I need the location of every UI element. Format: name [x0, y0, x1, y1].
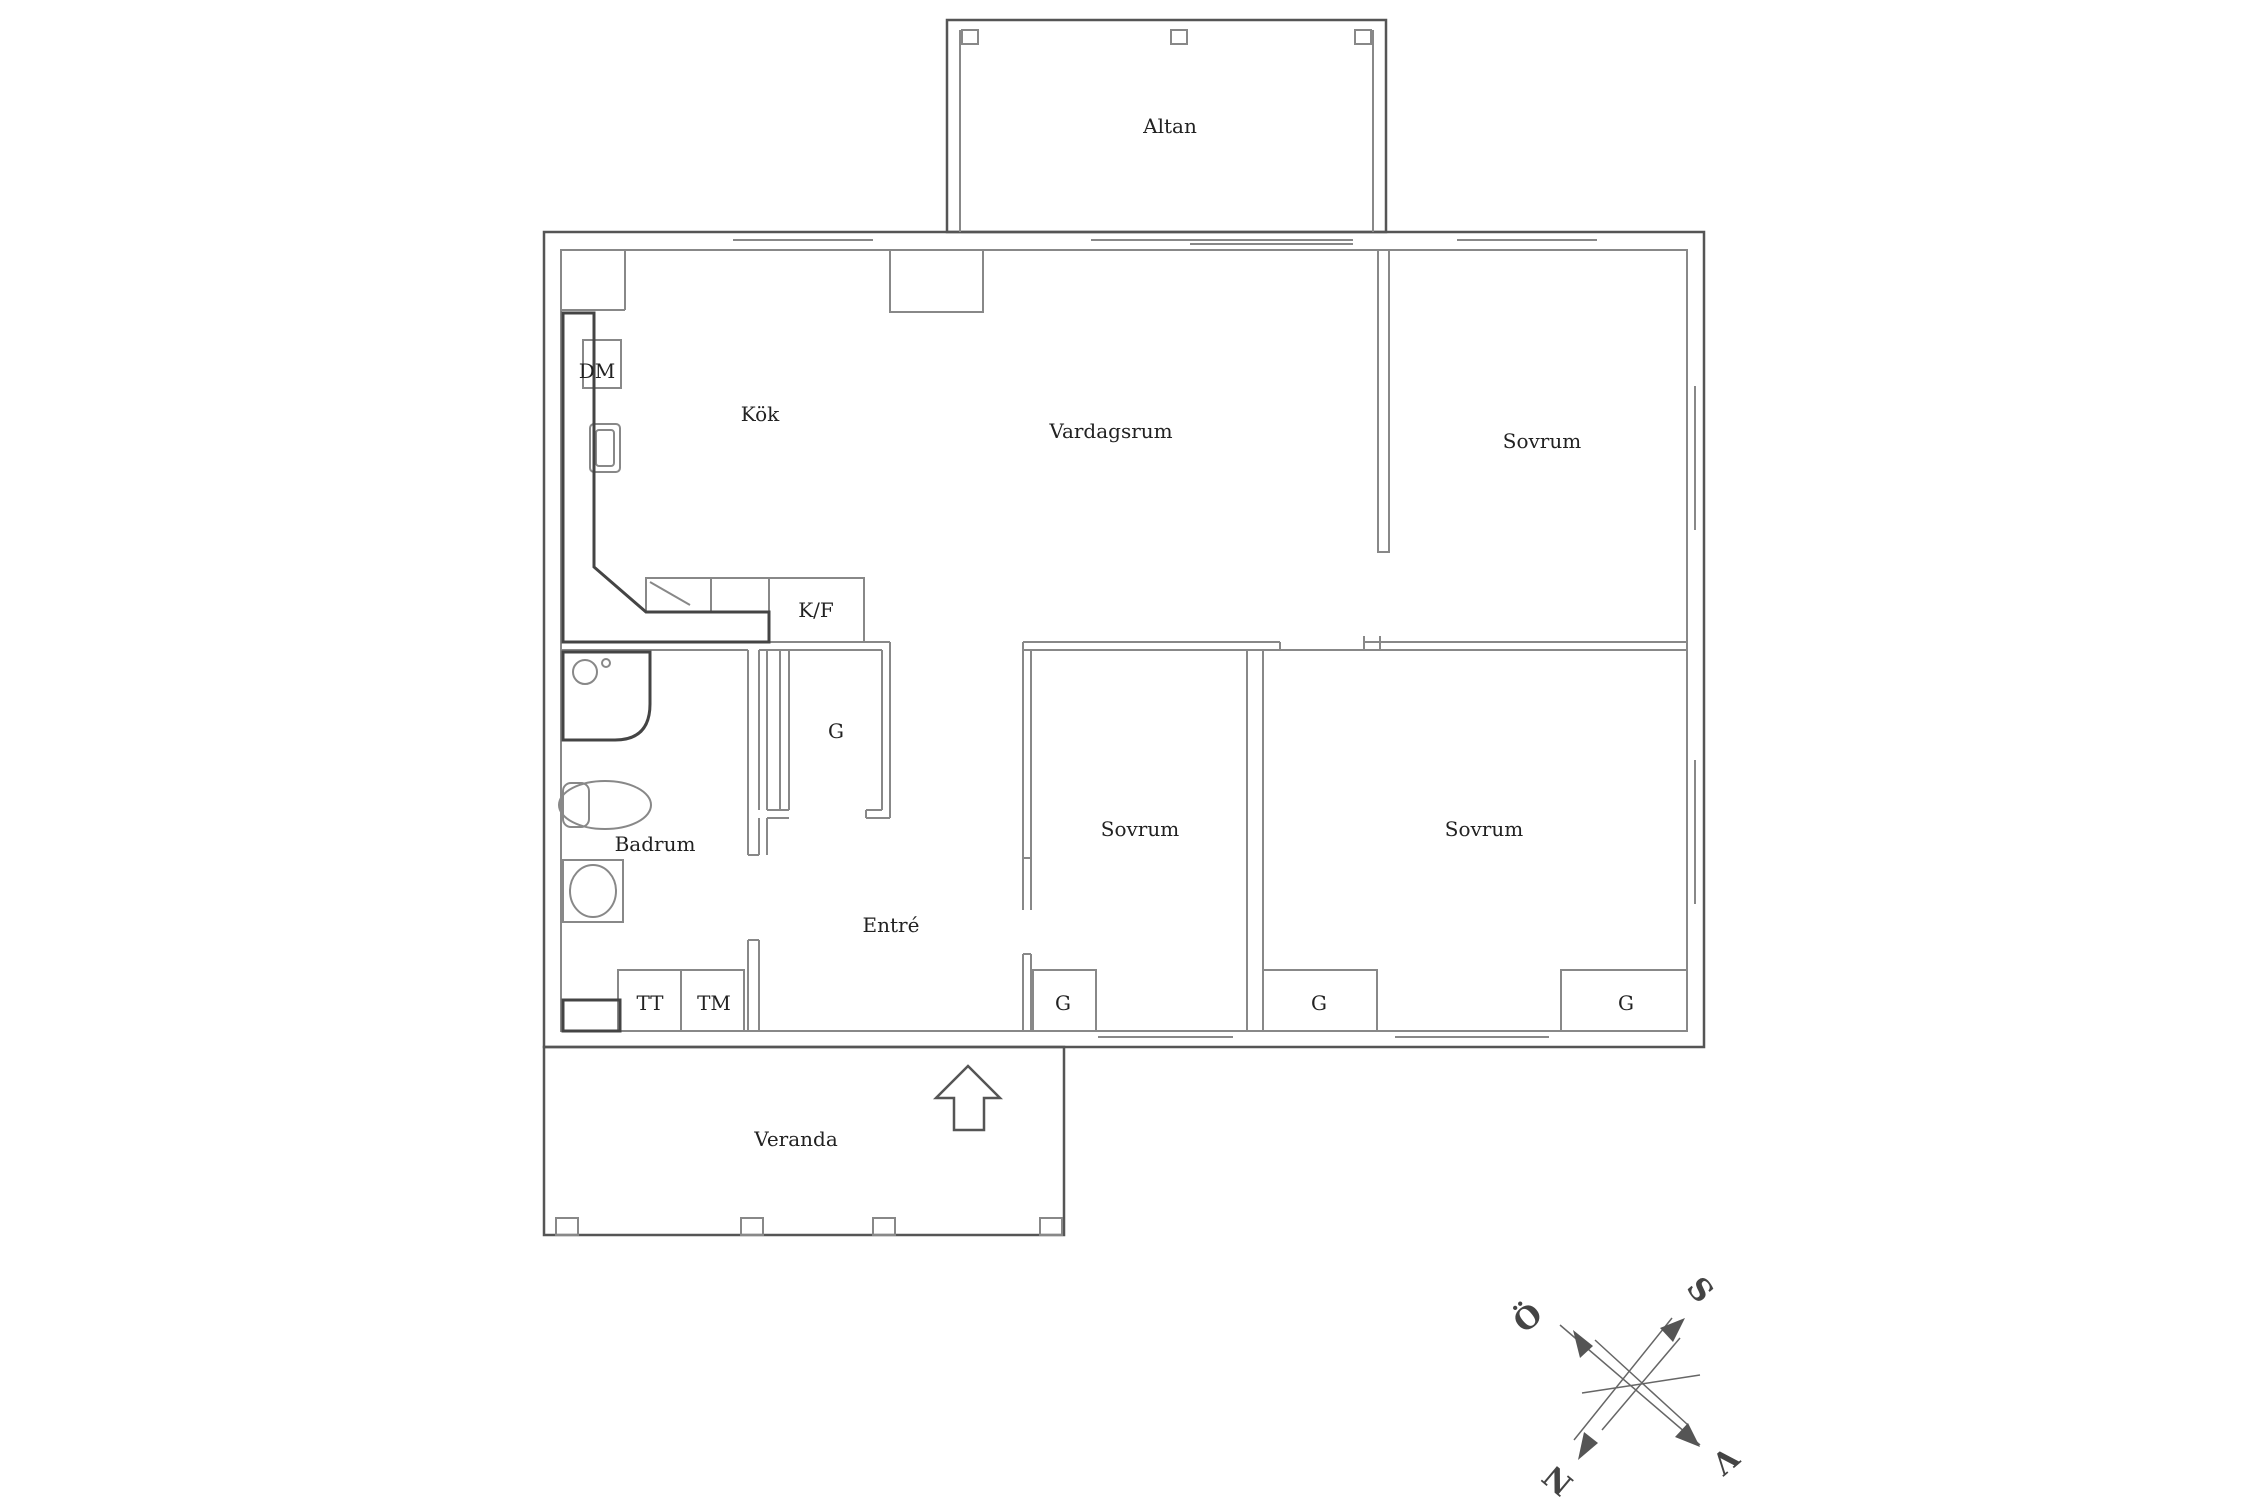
label-washing-machine: TM — [697, 991, 731, 1015]
wardrobe-se-left — [1262, 969, 1378, 1032]
room-label-sovrum-se: Sovrum — [1445, 817, 1523, 841]
bathroom-sink-cabinet — [562, 859, 624, 923]
bathroom-sink — [569, 864, 617, 918]
compass-arrow-o-icon — [1573, 1330, 1593, 1358]
label-wardrobe-se-left: G — [1311, 991, 1327, 1015]
compass-arrow-n-icon — [1578, 1432, 1598, 1460]
house-inner-wall — [560, 249, 1688, 1032]
compass-label-s: S — [1679, 1271, 1720, 1310]
room-label-kok: Kök — [741, 402, 780, 426]
room-label-veranda: Veranda — [753, 1127, 838, 1151]
compass-arrow-v-icon — [1675, 1423, 1700, 1447]
wardrobe-mid — [1032, 969, 1097, 1032]
room-label-altan: Altan — [1142, 114, 1197, 138]
room-label-sovrum-mid: Sovrum — [1101, 817, 1179, 841]
compass-label-o: Ö — [1506, 1295, 1550, 1340]
dishwasher — [582, 339, 622, 389]
room-label-sovrum-ne: Sovrum — [1503, 429, 1581, 453]
compass-label-n: N — [1537, 1457, 1581, 1500]
interior-lines — [555, 29, 1696, 1236]
compass-rose: Ö S V N — [1506, 1271, 1746, 1500]
kitchen-sink — [589, 423, 621, 473]
compass-label-v: V — [1704, 1438, 1746, 1481]
veranda-outline — [542, 1045, 1066, 1237]
washing-machine — [680, 969, 745, 1032]
stove — [645, 577, 712, 613]
shower-enclosure — [561, 650, 652, 742]
house-outer-wall — [542, 230, 1706, 1049]
toilet — [558, 780, 652, 830]
bathroom-bench — [561, 998, 622, 1033]
label-wardrobe-se-right: G — [1618, 991, 1634, 1015]
room-label-badrum: Badrum — [615, 832, 696, 856]
label-tumble-dryer: TT — [636, 991, 664, 1015]
shower-drain — [572, 659, 598, 685]
wardrobe-se-right — [1560, 969, 1688, 1032]
label-wardrobe-mid: G — [1055, 991, 1071, 1015]
entrance-arrow-icon — [932, 1064, 1004, 1132]
room-label-vardagsrum: Vardagsrum — [1048, 419, 1172, 443]
label-wardrobe-hall: G — [828, 719, 844, 743]
fridge-freezer — [768, 577, 865, 643]
exterior-walls — [542, 18, 1706, 1237]
fireplace — [889, 249, 984, 313]
kitchen-counter — [561, 311, 771, 644]
room-label-entre: Entré — [863, 913, 920, 937]
compass-arrow-s-icon — [1660, 1318, 1685, 1342]
label-dishwasher: DM — [579, 359, 616, 383]
label-fridge-freezer: K/F — [798, 598, 834, 622]
